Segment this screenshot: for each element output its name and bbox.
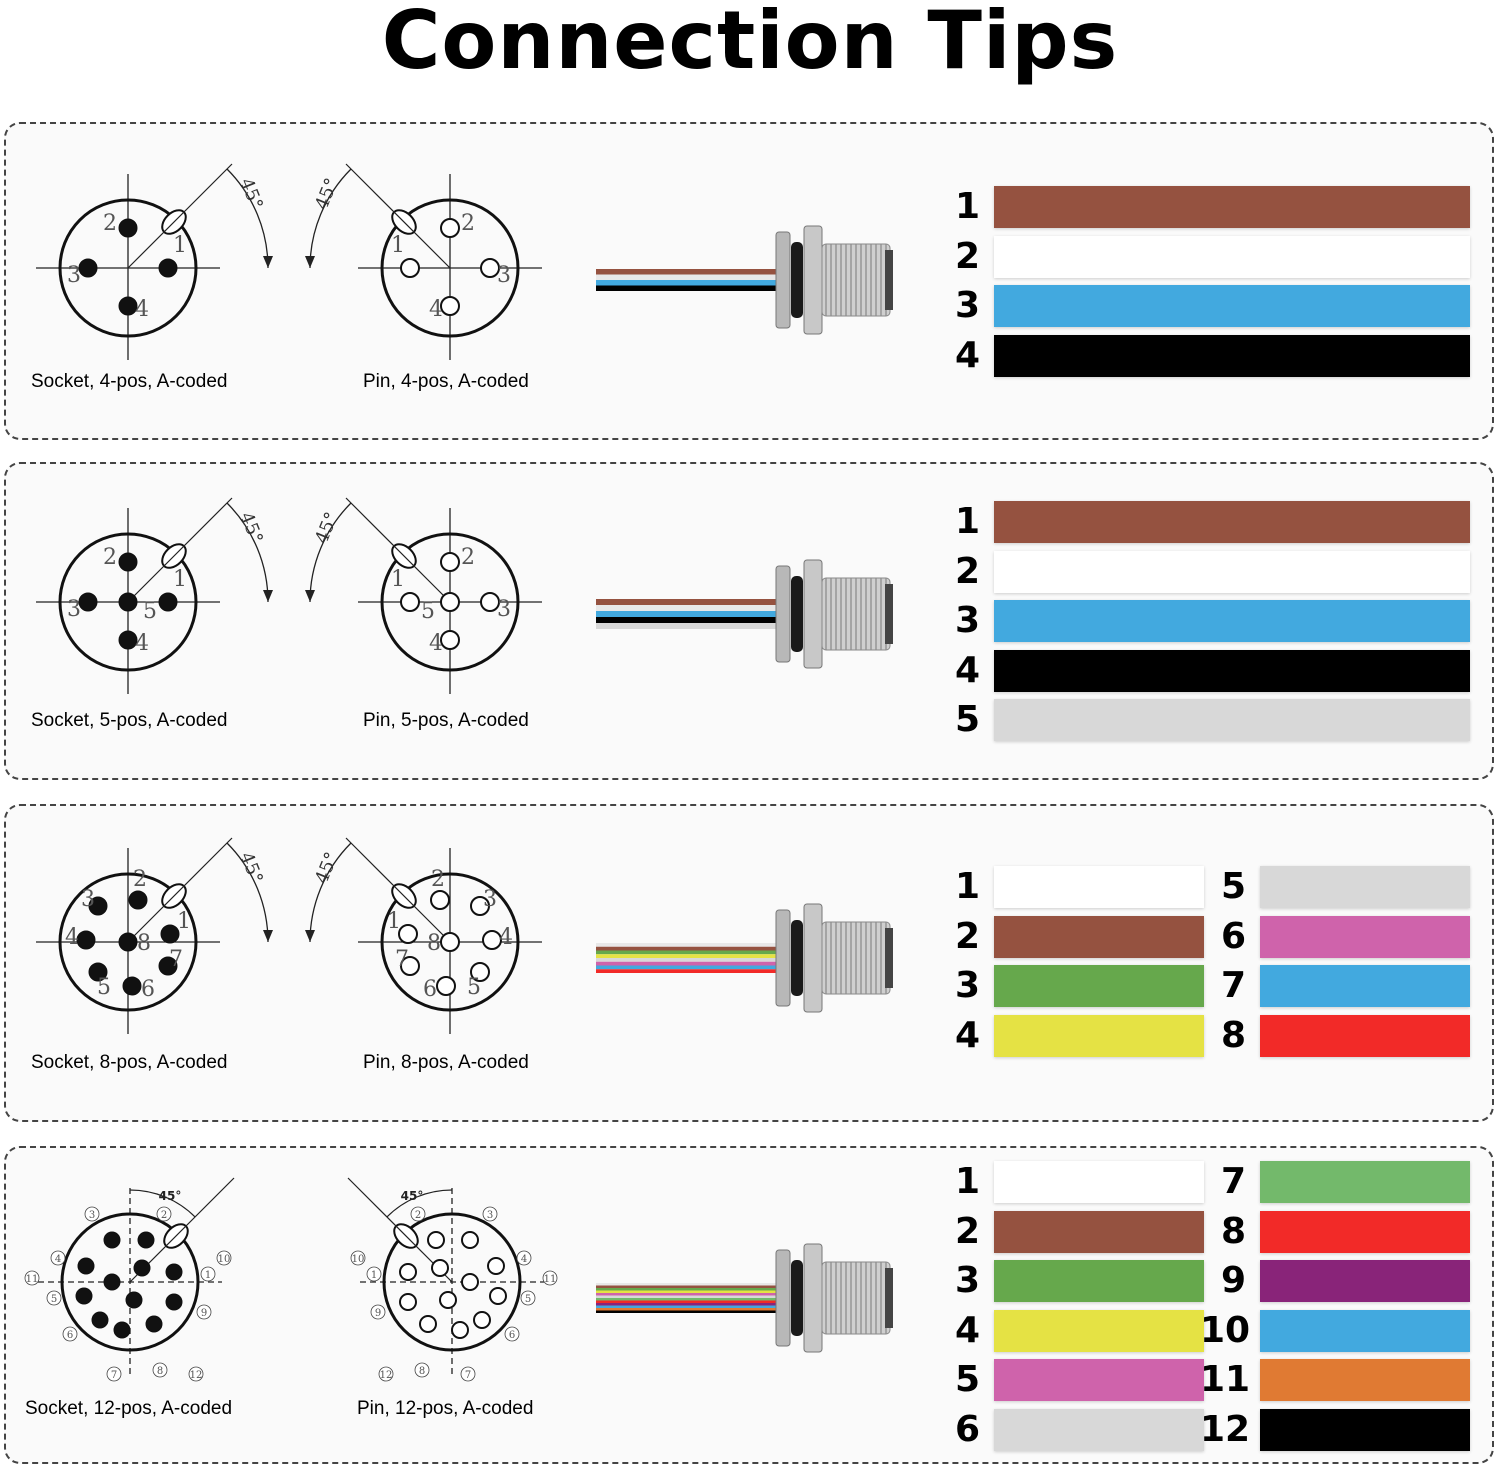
wire-number: 7 xyxy=(1220,1161,1246,1202)
pin-label: Pin, 5-pos, A-coded xyxy=(363,710,529,731)
wire-color-swatch-4 xyxy=(994,649,1470,692)
wire-color-swatch-1 xyxy=(994,186,1470,228)
wire-color-swatch-1 xyxy=(994,1161,1204,1203)
wire-color-swatch-7 xyxy=(1260,965,1470,1007)
wire-color-swatch-5 xyxy=(1260,866,1470,908)
wire-color-swatch-3 xyxy=(994,285,1470,327)
pin-label: Pin, 12-pos, A-coded xyxy=(357,1398,534,1419)
wire-number: 4 xyxy=(954,1014,980,1056)
wire-number: 1 xyxy=(954,1161,980,1202)
wire-number: 7 xyxy=(1220,965,1246,1006)
wire-color-swatch-1 xyxy=(994,866,1204,908)
wire-color-swatch-3 xyxy=(994,600,1470,642)
wire-color-swatch-2 xyxy=(994,915,1204,958)
wire-number: 3 xyxy=(954,965,980,1006)
wire-number: 8 xyxy=(1220,1014,1246,1056)
wire-color-swatch-8 xyxy=(1260,1210,1470,1253)
wire-color-swatch-1 xyxy=(994,501,1470,543)
socket-label: Socket, 8-pos, A-coded xyxy=(31,1052,228,1073)
wire-number: 6 xyxy=(954,1408,980,1450)
wire-number: 2 xyxy=(954,235,980,277)
wire-color-swatch-12 xyxy=(1260,1408,1470,1451)
wire-color-swatch-2 xyxy=(994,550,1470,593)
wire-number: 5 xyxy=(954,699,980,740)
wire-color-swatch-6 xyxy=(1260,915,1470,958)
wire-color-swatch-11 xyxy=(1260,1359,1470,1401)
wire-number: 4 xyxy=(954,649,980,691)
wire-color-swatch-2 xyxy=(994,235,1470,278)
wire-number: 4 xyxy=(954,334,980,376)
wire-color-swatch-7 xyxy=(1260,1161,1470,1203)
wire-number: 12 xyxy=(1200,1408,1251,1450)
wire-number: 2 xyxy=(954,550,980,592)
wire-number: 3 xyxy=(954,600,980,641)
wire-number: 3 xyxy=(954,1260,980,1301)
wire-color-swatch-10 xyxy=(1260,1309,1470,1352)
wire-color-swatch-4 xyxy=(994,1309,1204,1352)
wire-number: 1 xyxy=(954,866,980,907)
wire-number: 2 xyxy=(954,1210,980,1252)
wire-number: 5 xyxy=(954,1359,980,1400)
wire-number: 10 xyxy=(1200,1309,1251,1351)
wire-color-swatch-9 xyxy=(1260,1260,1470,1302)
wire-color-swatch-3 xyxy=(994,965,1204,1007)
wire-color-swatch-2 xyxy=(994,1210,1204,1253)
wire-number: 9 xyxy=(1220,1260,1246,1301)
wire-number: 2 xyxy=(954,915,980,957)
pin-label: Pin, 4-pos, A-coded xyxy=(363,371,529,392)
pin-label: Pin, 8-pos, A-coded xyxy=(363,1052,529,1073)
wire-color-swatch-6 xyxy=(994,1408,1204,1451)
wire-number: 11 xyxy=(1200,1359,1251,1400)
socket-label: Socket, 5-pos, A-coded xyxy=(31,710,228,731)
connection-panel-3 xyxy=(4,804,1494,1122)
wire-color-swatch-4 xyxy=(994,1014,1204,1057)
connection-panel-1 xyxy=(4,122,1494,440)
wire-color-swatch-4 xyxy=(994,334,1470,377)
wire-color-swatch-3 xyxy=(994,1260,1204,1302)
wire-color-swatch-5 xyxy=(994,699,1470,741)
socket-label: Socket, 4-pos, A-coded xyxy=(31,371,228,392)
wire-number: 1 xyxy=(954,186,980,227)
wire-number: 6 xyxy=(1220,915,1246,957)
wire-color-swatch-8 xyxy=(1260,1014,1470,1057)
wire-color-swatch-5 xyxy=(994,1359,1204,1401)
socket-label: Socket, 12-pos, A-coded xyxy=(25,1398,233,1419)
wire-number: 4 xyxy=(954,1309,980,1351)
wire-number: 8 xyxy=(1220,1210,1246,1252)
wire-number: 1 xyxy=(954,501,980,542)
wire-number: 3 xyxy=(954,285,980,326)
wire-number: 5 xyxy=(1220,866,1246,907)
page-title: Connection Tips xyxy=(381,0,1119,87)
